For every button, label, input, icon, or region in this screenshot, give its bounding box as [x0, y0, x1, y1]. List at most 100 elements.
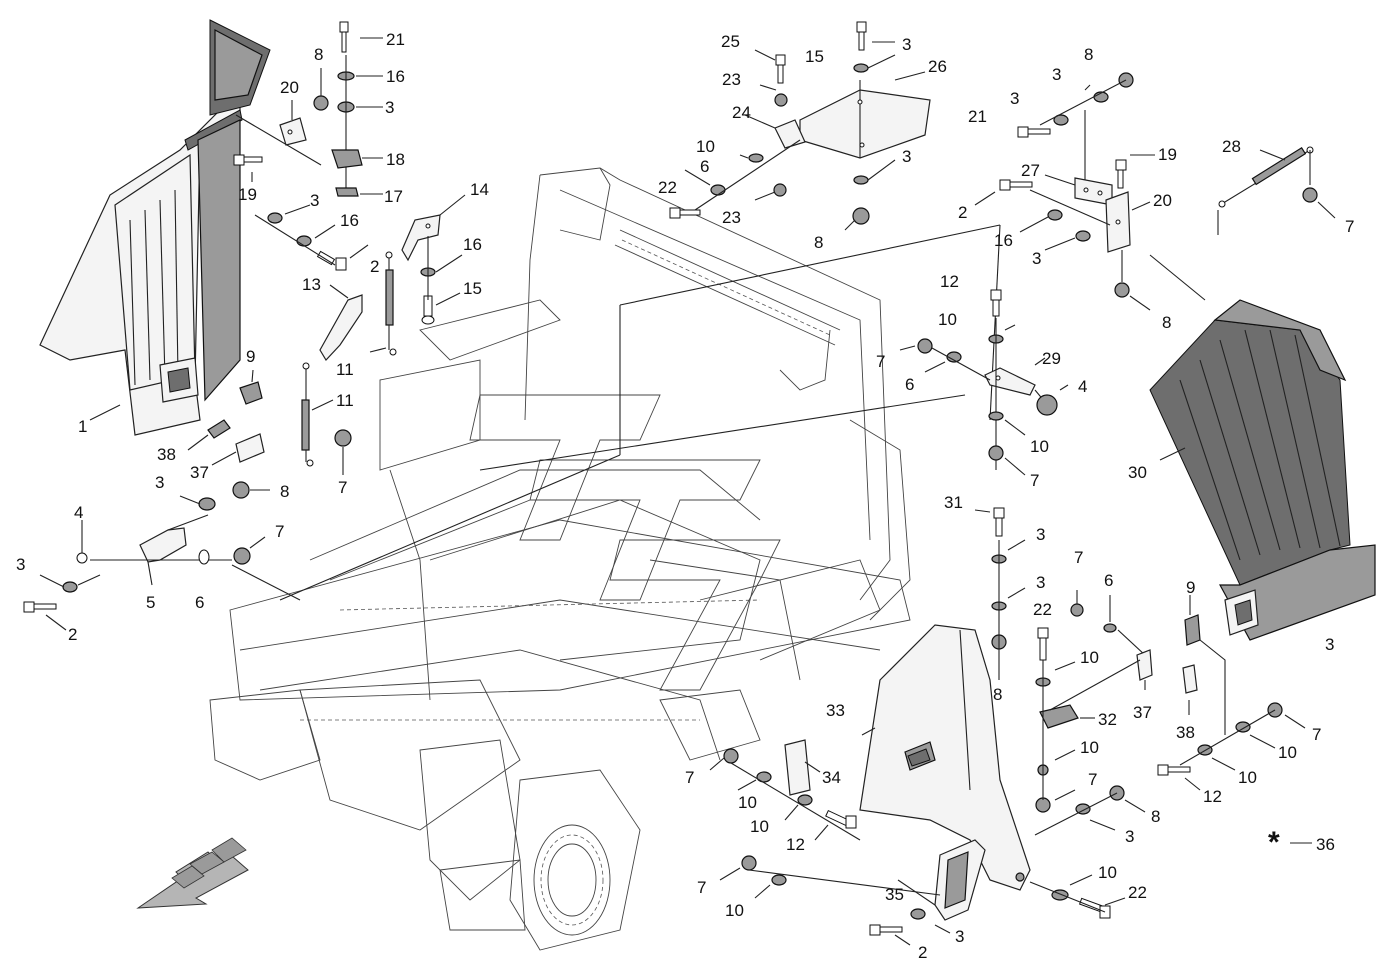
callout-18: 18: [386, 150, 405, 169]
callout-10: 10: [1098, 863, 1117, 882]
callout-16: 16: [463, 235, 482, 254]
callout-8: 8: [814, 233, 823, 252]
callout-7: 7: [1074, 548, 1083, 567]
callout-11: 11: [336, 391, 354, 410]
callout-3: 3: [1036, 525, 1045, 544]
callout-31: 31: [944, 493, 963, 512]
middle-right-hardware: [899, 289, 1069, 476]
callout-3: 3: [155, 473, 164, 492]
asterisk-symbol: *: [1268, 826, 1280, 859]
callout-17: 17: [384, 187, 403, 206]
callout-10: 10: [1080, 648, 1099, 667]
callout-30: 30: [1128, 463, 1147, 482]
callout-38: 38: [157, 445, 176, 464]
center-column-hardware: [974, 507, 1026, 680]
callout-7: 7: [1345, 217, 1354, 236]
callout-6: 6: [700, 157, 709, 176]
callout-3: 3: [1052, 65, 1061, 84]
callout-10: 10: [1238, 768, 1257, 787]
callout-10: 10: [725, 901, 744, 920]
callout-29: 29: [1042, 349, 1061, 368]
callout-3: 3: [955, 927, 964, 946]
callout-26: 26: [928, 57, 947, 76]
left-hardware: [23, 21, 466, 631]
latch-hardware: [1034, 590, 1306, 836]
direction-arrow-icon: [136, 837, 249, 909]
callout-14: 14: [470, 180, 489, 199]
callout-7: 7: [275, 522, 284, 541]
callout-4: 4: [74, 503, 83, 522]
callout-32: 32: [1098, 710, 1117, 729]
callout-1: 1: [78, 417, 87, 436]
callout-10: 10: [1278, 743, 1297, 762]
callout-10: 10: [696, 137, 715, 156]
callout-21: 21: [386, 30, 405, 49]
callout-8: 8: [280, 482, 289, 501]
callout-20: 20: [1153, 191, 1172, 210]
callout-8: 8: [1151, 807, 1160, 826]
callout-33: 33: [826, 701, 845, 720]
callout-3: 3: [1036, 573, 1045, 592]
callout-25: 25: [721, 32, 740, 51]
callout-23: 23: [722, 70, 741, 89]
callout-8: 8: [1084, 45, 1093, 64]
callout-36: 36: [1316, 835, 1335, 854]
callout-4: 4: [1078, 377, 1087, 396]
callout-38: 38: [1176, 723, 1195, 742]
callout-2: 2: [68, 625, 77, 644]
right-fender-panel: [1149, 299, 1376, 641]
callout-16: 16: [994, 231, 1013, 250]
callout-2: 2: [958, 203, 967, 222]
callout-20: 20: [280, 78, 299, 97]
callout-19: 19: [238, 185, 257, 204]
callout-3: 3: [902, 147, 911, 166]
callout-8: 8: [993, 685, 1002, 704]
callout-19: 19: [1158, 145, 1177, 164]
callout-3: 3: [902, 35, 911, 54]
callout-21: 21: [968, 107, 987, 126]
callout-3: 3: [16, 555, 25, 574]
callout-3: 3: [1325, 635, 1334, 654]
top-right-hardware: [974, 72, 1336, 311]
callout-6: 6: [905, 375, 914, 394]
front-panel: [709, 624, 1126, 946]
callout-7: 7: [1030, 471, 1039, 490]
callout-23: 23: [722, 208, 741, 227]
callout-labels: 1 2 2 2 2 3 3 3 3 3 3 3 3 3 3 3 3 3 3 4 …: [16, 30, 1354, 962]
machine-frame: [136, 167, 1206, 951]
callout-5: 5: [146, 593, 155, 612]
callout-3: 3: [1032, 249, 1041, 268]
door-panel: [39, 19, 271, 436]
callout-37: 37: [1133, 703, 1152, 722]
callout-7: 7: [697, 878, 706, 897]
callout-7: 7: [876, 352, 885, 371]
callout-35: 35: [885, 885, 904, 904]
callout-28: 28: [1222, 137, 1241, 156]
callout-16: 16: [340, 211, 359, 230]
callout-37: 37: [190, 463, 209, 482]
callout-16: 16: [386, 67, 405, 86]
callout-11: 11: [336, 360, 354, 379]
callout-10: 10: [1030, 437, 1049, 456]
callout-3: 3: [310, 191, 319, 210]
callout-7: 7: [1312, 725, 1321, 744]
callout-22: 22: [1033, 600, 1052, 619]
callout-15: 15: [805, 47, 824, 66]
callout-27: 27: [1021, 161, 1040, 180]
callout-9: 9: [1186, 578, 1195, 597]
callout-8: 8: [1162, 313, 1171, 332]
callout-8: 8: [314, 45, 323, 64]
callout-10: 10: [738, 793, 757, 812]
callout-7: 7: [1088, 770, 1097, 789]
top-center-hardware: [669, 21, 931, 231]
callout-3: 3: [1010, 89, 1019, 108]
asterisk-marker: *: [1268, 826, 1312, 859]
callout-22: 22: [658, 178, 677, 197]
callout-15: 15: [463, 279, 482, 298]
callout-13: 13: [302, 275, 321, 294]
callout-22: 22: [1128, 883, 1147, 902]
callout-24: 24: [732, 103, 751, 122]
callout-10: 10: [750, 817, 769, 836]
